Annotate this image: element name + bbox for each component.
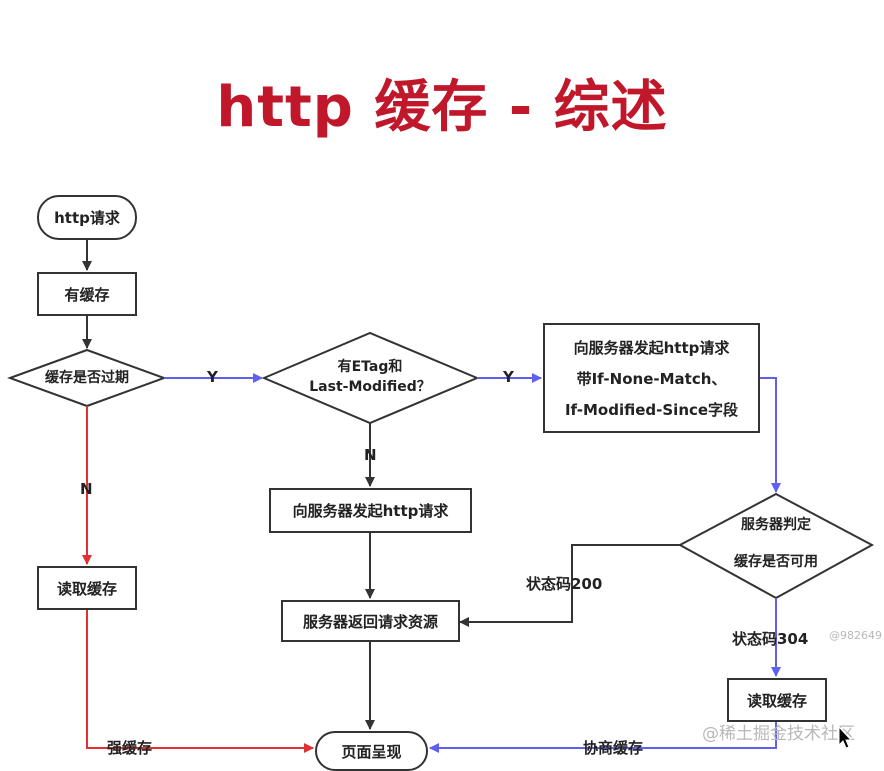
arrow-cond-to-judge — [760, 377, 781, 493]
server-judge-diamond-shape — [677, 492, 875, 600]
label-y-expired: Y — [207, 368, 218, 386]
node-read-cache-left: 读取缓存 — [37, 566, 137, 610]
node-etag-line2: Last-Modified？ — [309, 379, 431, 395]
label-strong-cache: 强缓存 — [107, 739, 153, 757]
watermark-site: @稀土掘金技术社区 — [702, 724, 855, 744]
watermark-id: @982649 — [829, 629, 882, 642]
node-send-request: 向服务器发起http请求 — [269, 488, 472, 533]
arrow-200-to-return — [459, 544, 680, 627]
label-n-mid: N — [364, 446, 377, 464]
node-render: 页面呈现 — [315, 731, 428, 771]
cond-req-line1: 向服务器发起http请求 — [573, 338, 730, 357]
node-read-cache-right: 读取缓存 — [727, 678, 827, 722]
node-conditional-request: 向服务器发起http请求 带If-None-Match、 If-Modified… — [543, 323, 760, 433]
node-server-judge-line1: 服务器判定 — [741, 517, 811, 533]
label-n-left: N — [80, 480, 93, 498]
label-y-etag: Y — [503, 368, 514, 386]
node-server-judge-line2: 缓存是否可用 — [734, 554, 818, 570]
node-etag-line1: 有ETag和 — [337, 359, 403, 375]
label-status-304: 状态码304 — [732, 630, 809, 648]
page-title: http 缓存 - 综述 — [216, 75, 668, 140]
node-is-expired: 缓存是否过期 — [45, 370, 129, 386]
arrow-strong-to-render — [86, 610, 314, 753]
cond-req-line2: 带If-None-Match、 — [576, 369, 727, 388]
node-http-request: http请求 — [37, 195, 137, 240]
node-has-cache: 有缓存 — [37, 272, 137, 316]
label-negotiated-cache: 协商缓存 — [583, 739, 644, 757]
label-status-200: 状态码200 — [526, 575, 603, 593]
cond-req-line3: If-Modified-Since字段 — [564, 400, 739, 419]
arrow-negotiated-to-render — [429, 722, 777, 753]
node-server-return: 服务器返回请求资源 — [281, 600, 460, 642]
